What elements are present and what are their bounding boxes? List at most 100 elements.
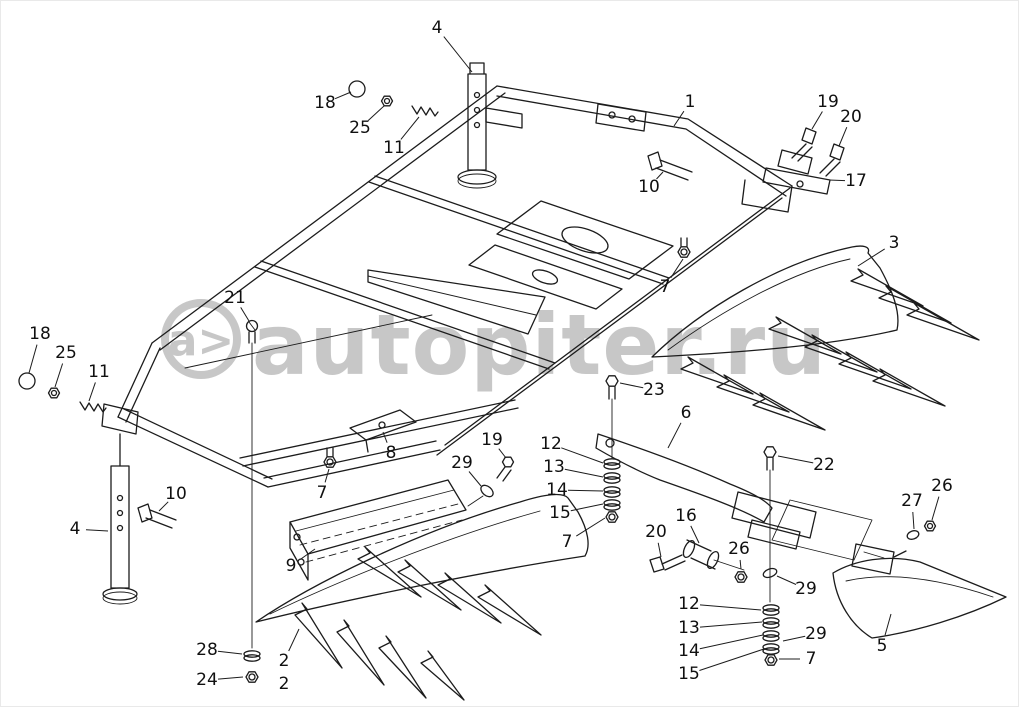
- callout-leader-2: [288, 628, 300, 652]
- callout-leader-26: [739, 559, 742, 570]
- callout-leader-19: [811, 111, 823, 130]
- callout-leader-4: [443, 36, 473, 73]
- watermark: a> autopiter.ru: [161, 296, 827, 394]
- callout-leader-25: [54, 363, 64, 388]
- callout-3: 3: [889, 233, 900, 253]
- callout-leader-21: [240, 307, 250, 322]
- callout-leader-23: [619, 382, 644, 389]
- callout-leader-15: [699, 648, 765, 671]
- callout-leader-11: [88, 382, 96, 402]
- callout-7: 7: [562, 532, 573, 552]
- callout-25: 25: [349, 118, 371, 138]
- callout-11: 11: [383, 138, 405, 158]
- callout-27: 27: [901, 491, 923, 511]
- callout-leader-20: [657, 542, 662, 558]
- skid-right: [832, 520, 1007, 639]
- divider-bottom: [255, 493, 589, 701]
- callout-18: 18: [29, 324, 51, 344]
- callout-leader-14: [699, 634, 764, 650]
- callout-leader-28: [217, 650, 243, 655]
- callout-16: 16: [675, 506, 697, 526]
- callout-28: 28: [196, 640, 218, 660]
- callout-29: 29: [451, 453, 473, 473]
- callout-11: 11: [88, 362, 110, 382]
- callout-leader-3: [857, 248, 885, 267]
- callout-leader-4: [85, 529, 109, 532]
- callout-leader-7: [324, 468, 330, 483]
- callout-leader-24: [217, 676, 244, 680]
- callout-leader-9: [299, 548, 316, 561]
- callout-leader-7: [670, 258, 684, 278]
- callout-leader-18: [28, 344, 38, 374]
- callout-7: 7: [317, 483, 328, 503]
- callout-leader-27: [912, 511, 915, 530]
- callout-18: 18: [314, 93, 336, 113]
- callout-leader-19: [498, 448, 507, 459]
- callout-24: 24: [196, 670, 218, 690]
- callout-17: 17: [845, 171, 867, 191]
- callout-26: 26: [728, 539, 750, 559]
- divider-right: [651, 245, 980, 431]
- callout-19: 19: [481, 430, 503, 450]
- watermark-logo-text: a>: [168, 316, 235, 367]
- callout-2: 2: [279, 651, 290, 671]
- callout-19: 19: [817, 92, 839, 112]
- watermark-logo-ring: [161, 299, 241, 379]
- callout-10: 10: [638, 177, 660, 197]
- callout-1: 1: [685, 92, 696, 112]
- watermark-text: autopiter.ru: [252, 296, 827, 394]
- callout-leader-13: [699, 621, 763, 628]
- callout-10: 10: [165, 484, 187, 504]
- spacer-cylinder: [682, 539, 720, 570]
- support-leg-left: [102, 465, 138, 605]
- support-arm: [595, 433, 873, 571]
- callout-12: 12: [540, 434, 562, 454]
- callout-leader-17: [828, 179, 846, 182]
- callout-26: 26: [931, 476, 953, 496]
- callout-leader-8: [382, 431, 388, 443]
- callout-20: 20: [645, 522, 667, 542]
- callout-20: 20: [840, 107, 862, 127]
- callout-leader-26: [931, 496, 940, 521]
- callout-7: 7: [660, 277, 671, 297]
- callout-leader-10: [158, 501, 169, 512]
- callout-leader-29: [468, 471, 482, 487]
- callout-leader-5: [884, 613, 892, 636]
- callout-4: 4: [70, 519, 81, 539]
- callout-14: 14: [678, 641, 700, 661]
- callout-leader-18: [334, 91, 352, 100]
- callout-leader-25: [367, 105, 385, 121]
- callout-leader-20: [838, 127, 848, 147]
- callout-12: 12: [678, 594, 700, 614]
- callout-8: 8: [386, 443, 397, 463]
- fasteners: [18, 80, 845, 683]
- callout-leader-29: [776, 575, 797, 585]
- callout-leader-16: [690, 525, 700, 544]
- support-leg-top: [457, 62, 523, 189]
- callout-15: 15: [678, 664, 700, 684]
- callout-9: 9: [286, 556, 297, 576]
- callout-15: 15: [549, 503, 571, 523]
- main-frame: [101, 85, 831, 488]
- callout-leader-29: [782, 635, 806, 642]
- callout-6: 6: [681, 403, 692, 423]
- callout-21: 21: [224, 288, 246, 308]
- callout-7: 7: [806, 649, 817, 669]
- callout-leader-10: [656, 171, 664, 180]
- callout-leader-7: [576, 517, 606, 537]
- callout-leader-1: [673, 110, 685, 127]
- callout-leader-11: [400, 116, 420, 140]
- callout-5: 5: [877, 636, 888, 656]
- callout-leader-13: [564, 468, 604, 478]
- callout-leader-22: [777, 455, 814, 464]
- callout-25: 25: [55, 343, 77, 363]
- callout-14: 14: [546, 480, 568, 500]
- callout-leader-14: [567, 489, 604, 492]
- callout-leader-15: [570, 503, 604, 512]
- callout-4: 4: [432, 18, 443, 38]
- callout-29: 29: [805, 624, 827, 644]
- callout-13: 13: [678, 618, 700, 638]
